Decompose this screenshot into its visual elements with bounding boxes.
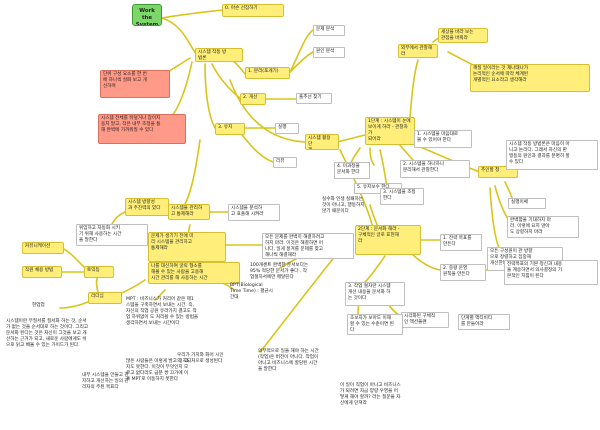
link-step1-ext <box>409 59 419 119</box>
link-root-hub <box>161 17 199 57</box>
node-l2[interactable]: 시스템을 관리하 고 통제해라 <box>168 204 210 220</box>
link-act-stepB <box>339 149 374 229</box>
node-hub[interactable]: 시스템 작동 방 법론 <box>195 48 243 62</box>
node-red1[interactable]: 단위 구성 요소를 한 번 에 하나씩 살펴 보고 개 선하며 <box>100 70 170 98</box>
node-c4[interactable]: 리더십 <box>88 292 122 304</box>
node-pu3[interactable]: 완벽함을 기대하지 마 라. 이렇에 요지 않아 도 상향하지 마라 <box>507 216 579 238</box>
link-s1-s1a <box>289 29 314 73</box>
link-c3-c1 <box>61 247 86 269</box>
link-step1-st1d <box>369 147 375 166</box>
link-hub-l2 <box>179 139 201 213</box>
node-l2a[interactable]: 시스템을 분석하 고 표출해 시켜라 <box>228 204 280 221</box>
node-sb1[interactable]: 1. 전략 목표를 만든다 <box>440 234 482 251</box>
node-st1c[interactable]: 4. 미과정을 문서화 한다 <box>334 162 370 179</box>
node-l1[interactable]: 시스템 방향성 과 주진력의 있다 <box>125 198 169 216</box>
link-hub-s3 <box>204 63 216 129</box>
link-s3-s3b <box>239 131 274 163</box>
node-act[interactable]: 시스템 활용 단 계 <box>305 134 339 150</box>
link-stepB-lw3 <box>259 249 341 353</box>
node-s1[interactable]: 1. 분리(포개기) <box>245 67 290 79</box>
node-sb3c[interactable]: 초보자가 보아도 이해 할 수 있는 수준이면 된 다 <box>347 314 403 335</box>
node-pu2[interactable]: 실행이쎄 <box>508 198 546 209</box>
node-lw5[interactable]: 내부 시스템을 만들고 관 지하고 개선하는 일의 관 리자의 주된 목표다 <box>82 373 129 391</box>
node-stepB[interactable]: 2단계 : 문서화 해라 - 구체적인 글로 표현해 라 <box>355 225 421 255</box>
link-l1-l1a <box>111 211 126 225</box>
link-act-hub <box>229 79 306 143</box>
node-st1e[interactable]: 3. 시스템을 조정 한다 <box>380 188 424 205</box>
link-stepB-sb3 <box>361 255 386 286</box>
node-sb3[interactable]: 3. 작업 절차란 시스템 개선 내용을 문서화 하 는 것이다 <box>345 282 405 306</box>
link-act-step1 <box>336 134 366 143</box>
node-l1a[interactable]: 위임하고 자동화 시키 기 위해 사용하는 시간 을 말한다 <box>76 224 148 246</box>
node-s1a[interactable]: 문제 분석 <box>313 25 345 36</box>
node-pu1[interactable]: 시스템 작동 방법론은 마음이 아 니고 논리다. 그래서 자신의 판 맹동의 … <box>506 140 598 170</box>
node-n0[interactable]: 0. 아슨 선잠하기 <box>222 4 284 17</box>
node-lw1[interactable]: 우리가 가치와 화어 시인 드 지되처으로 생성된다 <box>177 353 224 365</box>
link-root-n0 <box>161 9 223 19</box>
node-red2[interactable]: 시스템 전체를 뒤덮거나 잠이지 용지 말고, 작은 내부 조정을 통 해 완벽… <box>98 114 186 144</box>
node-l3a[interactable]: 모든 문제를 완벽히 해결하려고 하지 마라. 이것은 해결하면 어 나다. 일… <box>262 233 354 259</box>
node-c1[interactable]: 커뮤니케이션 <box>22 242 64 254</box>
node-bpt[interactable]: BPT(Biological Time Time) : 평균시 간대 <box>230 283 273 301</box>
link-l4-mpt <box>154 289 166 301</box>
node-mpt[interactable]: MPT : 비즈니스가 커리어 같은 제1 스템을 구축하면서 보내는 시간. … <box>126 297 199 327</box>
node-lw3[interactable]: 의무적으로 일을 해야 하는 시간 (작업)은 버전이 아니다. 작업이 아니고… <box>258 349 319 373</box>
node-sb2[interactable]: 2. 중왕 운영 원칙을 만든다 <box>440 264 486 281</box>
node-st1b[interactable]: 2. 시스템을 하나하나 분리해서 관찰한다 <box>400 160 470 178</box>
node-ext[interactable]: 외부에서 관찰해 라 <box>398 44 438 58</box>
node-think[interactable]: 깨질 일이라는 것 재나태나가 논리적인 순서에 따라 체계된 개별적인 요소라… <box>470 64 590 92</box>
node-s3b[interactable]: 리뷰 <box>273 157 297 168</box>
node-s2a[interactable]: 출추선 찾기 <box>296 93 332 104</box>
node-lw6[interactable]: 이 일이 직업이 아니고 비즈니스 가 되려면 자금 양량 우영을 어 떻게 해… <box>340 383 401 407</box>
node-l4[interactable]: 나를 대신하여 굴릭 형소를 해볼 수 있는 사람을 고용해 시간 관리를 해 … <box>148 262 240 284</box>
node-l3[interactable]: 문제가 생기기 전에 미 리 시스템을 관리하고 통제해라 <box>148 232 226 262</box>
link-c4-c3 <box>95 275 99 293</box>
link-c4-c5 <box>59 301 89 309</box>
node-st1a[interactable]: 1. 시스템을 마음대로 볼 수 있어야 한다 <box>414 130 472 148</box>
node-c5[interactable]: 현업업 <box>32 303 45 308</box>
node-s3[interactable]: 3. 유지 <box>215 123 245 135</box>
node-s2[interactable]: 2. 개선 <box>240 93 266 105</box>
node-pct[interactable]: 100개센트 완벽한 문서보다는 95% 적당한 문서가 좋다 . 작 업절차서… <box>250 263 309 281</box>
node-c2[interactable]: 직원 채용 방법 <box>22 266 62 278</box>
link-hub-red2 <box>169 61 193 119</box>
node-step1[interactable]: 1단계 : 시스템이 눈에 보이게 하라 - 관찰자가 되어라 <box>365 117 415 145</box>
node-s1b[interactable]: 원인 분석 <box>313 47 345 58</box>
node-sb3b[interactable]: 단계별 액티비티 를 만들어라 <box>458 314 510 330</box>
node-c3[interactable]: 토익등 <box>84 266 114 278</box>
node-root[interactable]: Work the System <box>132 4 162 26</box>
node-s3a[interactable]: 실행 <box>275 123 299 134</box>
node-ext2[interactable]: 세상을 바라 보는 관점을 바꿔라 <box>438 28 488 43</box>
node-lw2[interactable]: 많은 사람들은 이렇게 발고 정 고, 지도 못한다. 이것이 무엇인지 모 르… <box>126 359 190 383</box>
node-small1[interactable]: 실수와 인생 실패하는 것이 아니고, 행동하지 않기 때문이다 <box>322 197 365 215</box>
node-sb3a[interactable]: 시각화된 구체적 인 액션플랜 <box>401 312 449 328</box>
node-lw4[interactable]: 시스템이란 무질서를 질서화 하는 것, 순서 가 없는 것을 순서대로 하는 … <box>6 319 89 349</box>
link-s1-s1b <box>289 51 314 73</box>
node-sb2a[interactable]: 전략목표의 기본 정신과 내용 을 계승하면서 의사결정의 기 본적인 지침이 … <box>504 260 598 285</box>
